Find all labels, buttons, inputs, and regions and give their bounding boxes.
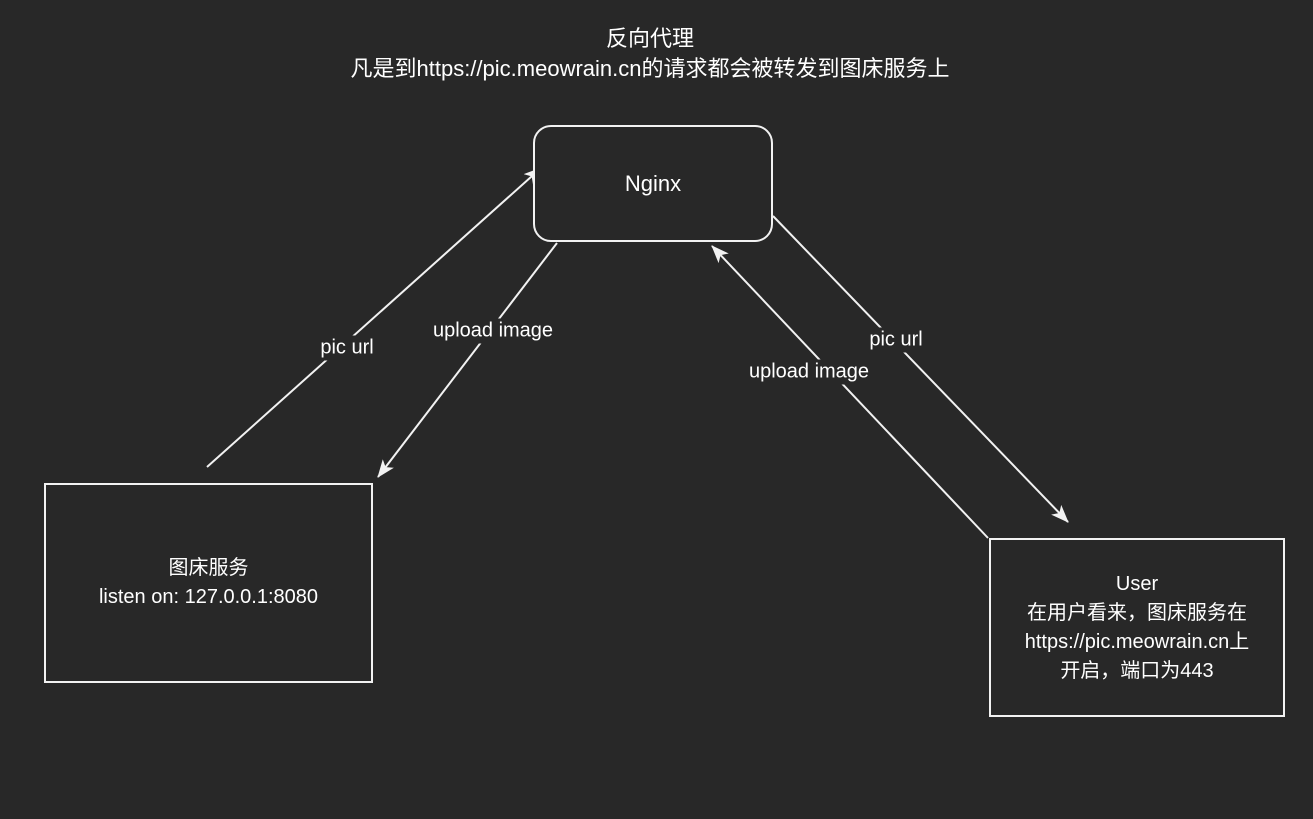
diagram-title-line1: 反向代理 (605, 26, 694, 51)
image-service-listen-address: listen on: 127.0.0.1:8080 (98, 586, 319, 608)
user-description-line3: 开启，端口为443 (1060, 659, 1214, 682)
edge-label-pic-url-left: pic url (316, 335, 378, 361)
arrow-upload-image-user-to-nginx (711, 245, 989, 539)
arrow-pic-url-nginx-to-user (772, 215, 1069, 523)
node-image-service: 图床服务 listen on: 127.0.0.1:8080 (44, 483, 373, 683)
edge-label-pic-url-right: pic url (865, 327, 927, 353)
image-service-title: 图床服务 (168, 557, 249, 579)
arrow-upload-image-nginx-to-service (377, 242, 558, 478)
nginx-label: Nginx (624, 170, 682, 196)
node-user: User 在用户看来，图床服务在 https://pic.meowrain.cn… (989, 538, 1285, 717)
user-description-line2: https://pic.meowrain.cn上 (1024, 630, 1250, 653)
diagram-title-line2: 凡是到https://pic.meowrain.cn的请求都会被转发到图床服务上 (350, 56, 950, 81)
user-title: User (1115, 572, 1159, 595)
arrow-pic-url-service-to-nginx (206, 167, 542, 468)
node-nginx: Nginx (533, 125, 773, 242)
user-description-line1: 在用户看来，图床服务在 (1027, 601, 1247, 624)
diagram-title: 反向代理 凡是到https://pic.meowrain.cn的请求都会被转发到… (0, 24, 1300, 84)
edge-label-upload-image-left: upload image (428, 318, 558, 344)
edge-label-upload-image-right: upload image (744, 359, 874, 385)
